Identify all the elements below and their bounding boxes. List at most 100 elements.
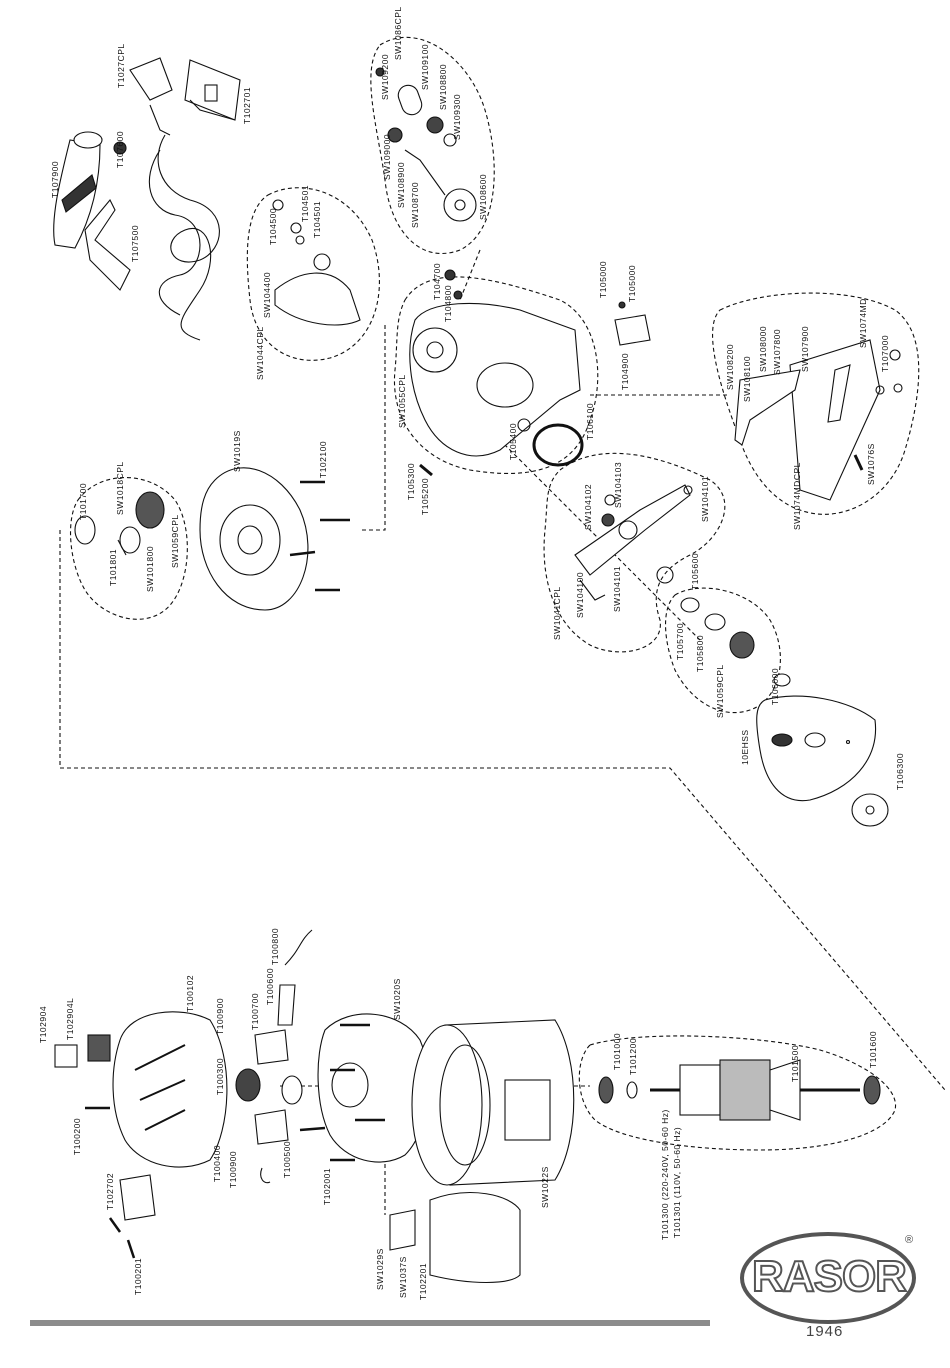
part-label: T104500 (268, 207, 278, 245)
stator-housing-sw1022s (411, 1019, 575, 1186)
part-label: T101300 (220-240V, 50-60 Hz) (660, 1109, 670, 1240)
part-label: SW108000 (758, 325, 768, 372)
part-label: T105300 (406, 462, 416, 500)
part-label: T106100 (585, 402, 595, 440)
part-label: T100900 (228, 1150, 238, 1188)
part-label: T101700 (78, 482, 88, 520)
brand-name: RASOR (751, 1251, 908, 1302)
part-label: T105000 (627, 264, 637, 302)
part-label: SW109100 (420, 43, 430, 90)
part-label: SW108800 (438, 63, 448, 110)
armature-t101300 (598, 1059, 881, 1121)
part-label: SW104101 (612, 565, 622, 612)
part-label: SW1086CPL (393, 6, 403, 60)
part-label: SW104103 (613, 461, 623, 508)
part-label: SW1074MD (858, 298, 868, 348)
part-label: T102904L (65, 997, 75, 1040)
cable-assembly (129, 57, 220, 341)
leader-dashed-3 (439, 379, 701, 641)
part-label: SW104101 (700, 475, 710, 522)
workrest-sw1074mdcpl (734, 339, 903, 501)
part-label: SW1044CPL (255, 326, 265, 380)
group-outlines (59, 36, 946, 1215)
leader-dashed-1 (360, 325, 386, 531)
part-label: T100600 (265, 967, 275, 1005)
guard-arm-sw1041cpl (574, 484, 693, 601)
part-label: T104800 (443, 284, 453, 322)
part-label: SW104100 (575, 571, 585, 618)
gear-sw1059cpl (680, 597, 791, 687)
part-label: T100900 (215, 997, 225, 1035)
part-label: T100201 (133, 1257, 143, 1295)
part-label: SW1018CPL (115, 461, 125, 515)
part-label: T104501 (300, 184, 310, 222)
outline-sw1041cpl (543, 452, 726, 653)
part-label: T105400 (508, 422, 518, 460)
part-label: T102100 (318, 440, 328, 478)
part-label: T105600 (690, 552, 700, 590)
end-cap-t100102 (54, 1011, 228, 1259)
part-label: T101301 (110V, 50-60 Hz) (672, 1126, 682, 1238)
part-label: SW1059CPL (715, 664, 725, 718)
part-label: SW107800 (772, 328, 782, 375)
part-label: T105000 (598, 260, 608, 298)
housing-sw1055cpl (409, 269, 584, 477)
leader-dashed-long (59, 530, 946, 1091)
switch-t102701 (184, 59, 241, 121)
part-label: T104700 (432, 262, 442, 300)
part-label: T102201 (418, 1262, 428, 1300)
part-label: T100300 (215, 1057, 225, 1095)
part-label: T101200 (628, 1037, 638, 1075)
part-label: SW1055CPL (397, 374, 407, 428)
bracket-t104900 (614, 301, 651, 346)
part-label: SW1037S (398, 1256, 408, 1298)
part-label: T104900 (620, 352, 630, 390)
part-label: SW107900 (800, 325, 810, 372)
part-label: T102904 (38, 1005, 48, 1043)
part-label: SW109000 (382, 133, 392, 180)
outline-sw1044cpl (246, 187, 380, 361)
part-label: SW1059CPL (170, 514, 180, 568)
leader-dashed-4 (459, 249, 481, 301)
part-label: SW108700 (410, 181, 420, 228)
part-label: T106300 (895, 752, 905, 790)
part-label: T106000 (770, 667, 780, 705)
guard-sw104400 (272, 199, 361, 326)
brand-year: 1946 (806, 1323, 844, 1340)
part-label: SW109300 (452, 93, 462, 140)
part-label: T104501 (312, 200, 322, 238)
part-label: T1027CPL (116, 43, 126, 88)
part-label: T105700 (675, 622, 685, 660)
part-label: SW108100 (742, 355, 752, 402)
part-label: T102702 (105, 1172, 115, 1210)
outline-sw1086cpl (370, 36, 495, 255)
part-label: T101000 (612, 1032, 622, 1070)
part-label: SW109200 (380, 53, 390, 100)
outline-sw1059cpl (665, 587, 781, 714)
outline-sw1055cpl (393, 276, 599, 475)
wrench-t107500 (84, 141, 131, 291)
part-label: T105800 (695, 634, 705, 672)
part-label: T100200 (72, 1117, 82, 1155)
part-label: T100700 (250, 992, 260, 1030)
part-label: SW1019S (232, 430, 242, 472)
part-label: SW108900 (396, 161, 406, 208)
part-label: T101801 (108, 548, 118, 586)
part-label: SW1074MDCPL (792, 462, 802, 530)
footer-rule (30, 1320, 710, 1326)
outline-armature (578, 1035, 897, 1151)
part-label: SW104400 (262, 271, 272, 318)
brush-holders (235, 929, 313, 1184)
spindle-sw1086cpl (375, 67, 477, 222)
part-label: SW1029S (375, 1248, 385, 1290)
part-label: T101600 (868, 1030, 878, 1068)
part-label: SW1020S (392, 978, 402, 1020)
part-label: T100400 (212, 1144, 222, 1182)
part-label: SW101800 (145, 545, 155, 592)
part-label: SW1076S (866, 443, 876, 485)
part-label: T102701 (242, 86, 252, 124)
field-coil-t102201 (389, 1192, 521, 1284)
outline-sw1018cpl (69, 476, 188, 620)
part-label: T102001 (322, 1167, 332, 1205)
